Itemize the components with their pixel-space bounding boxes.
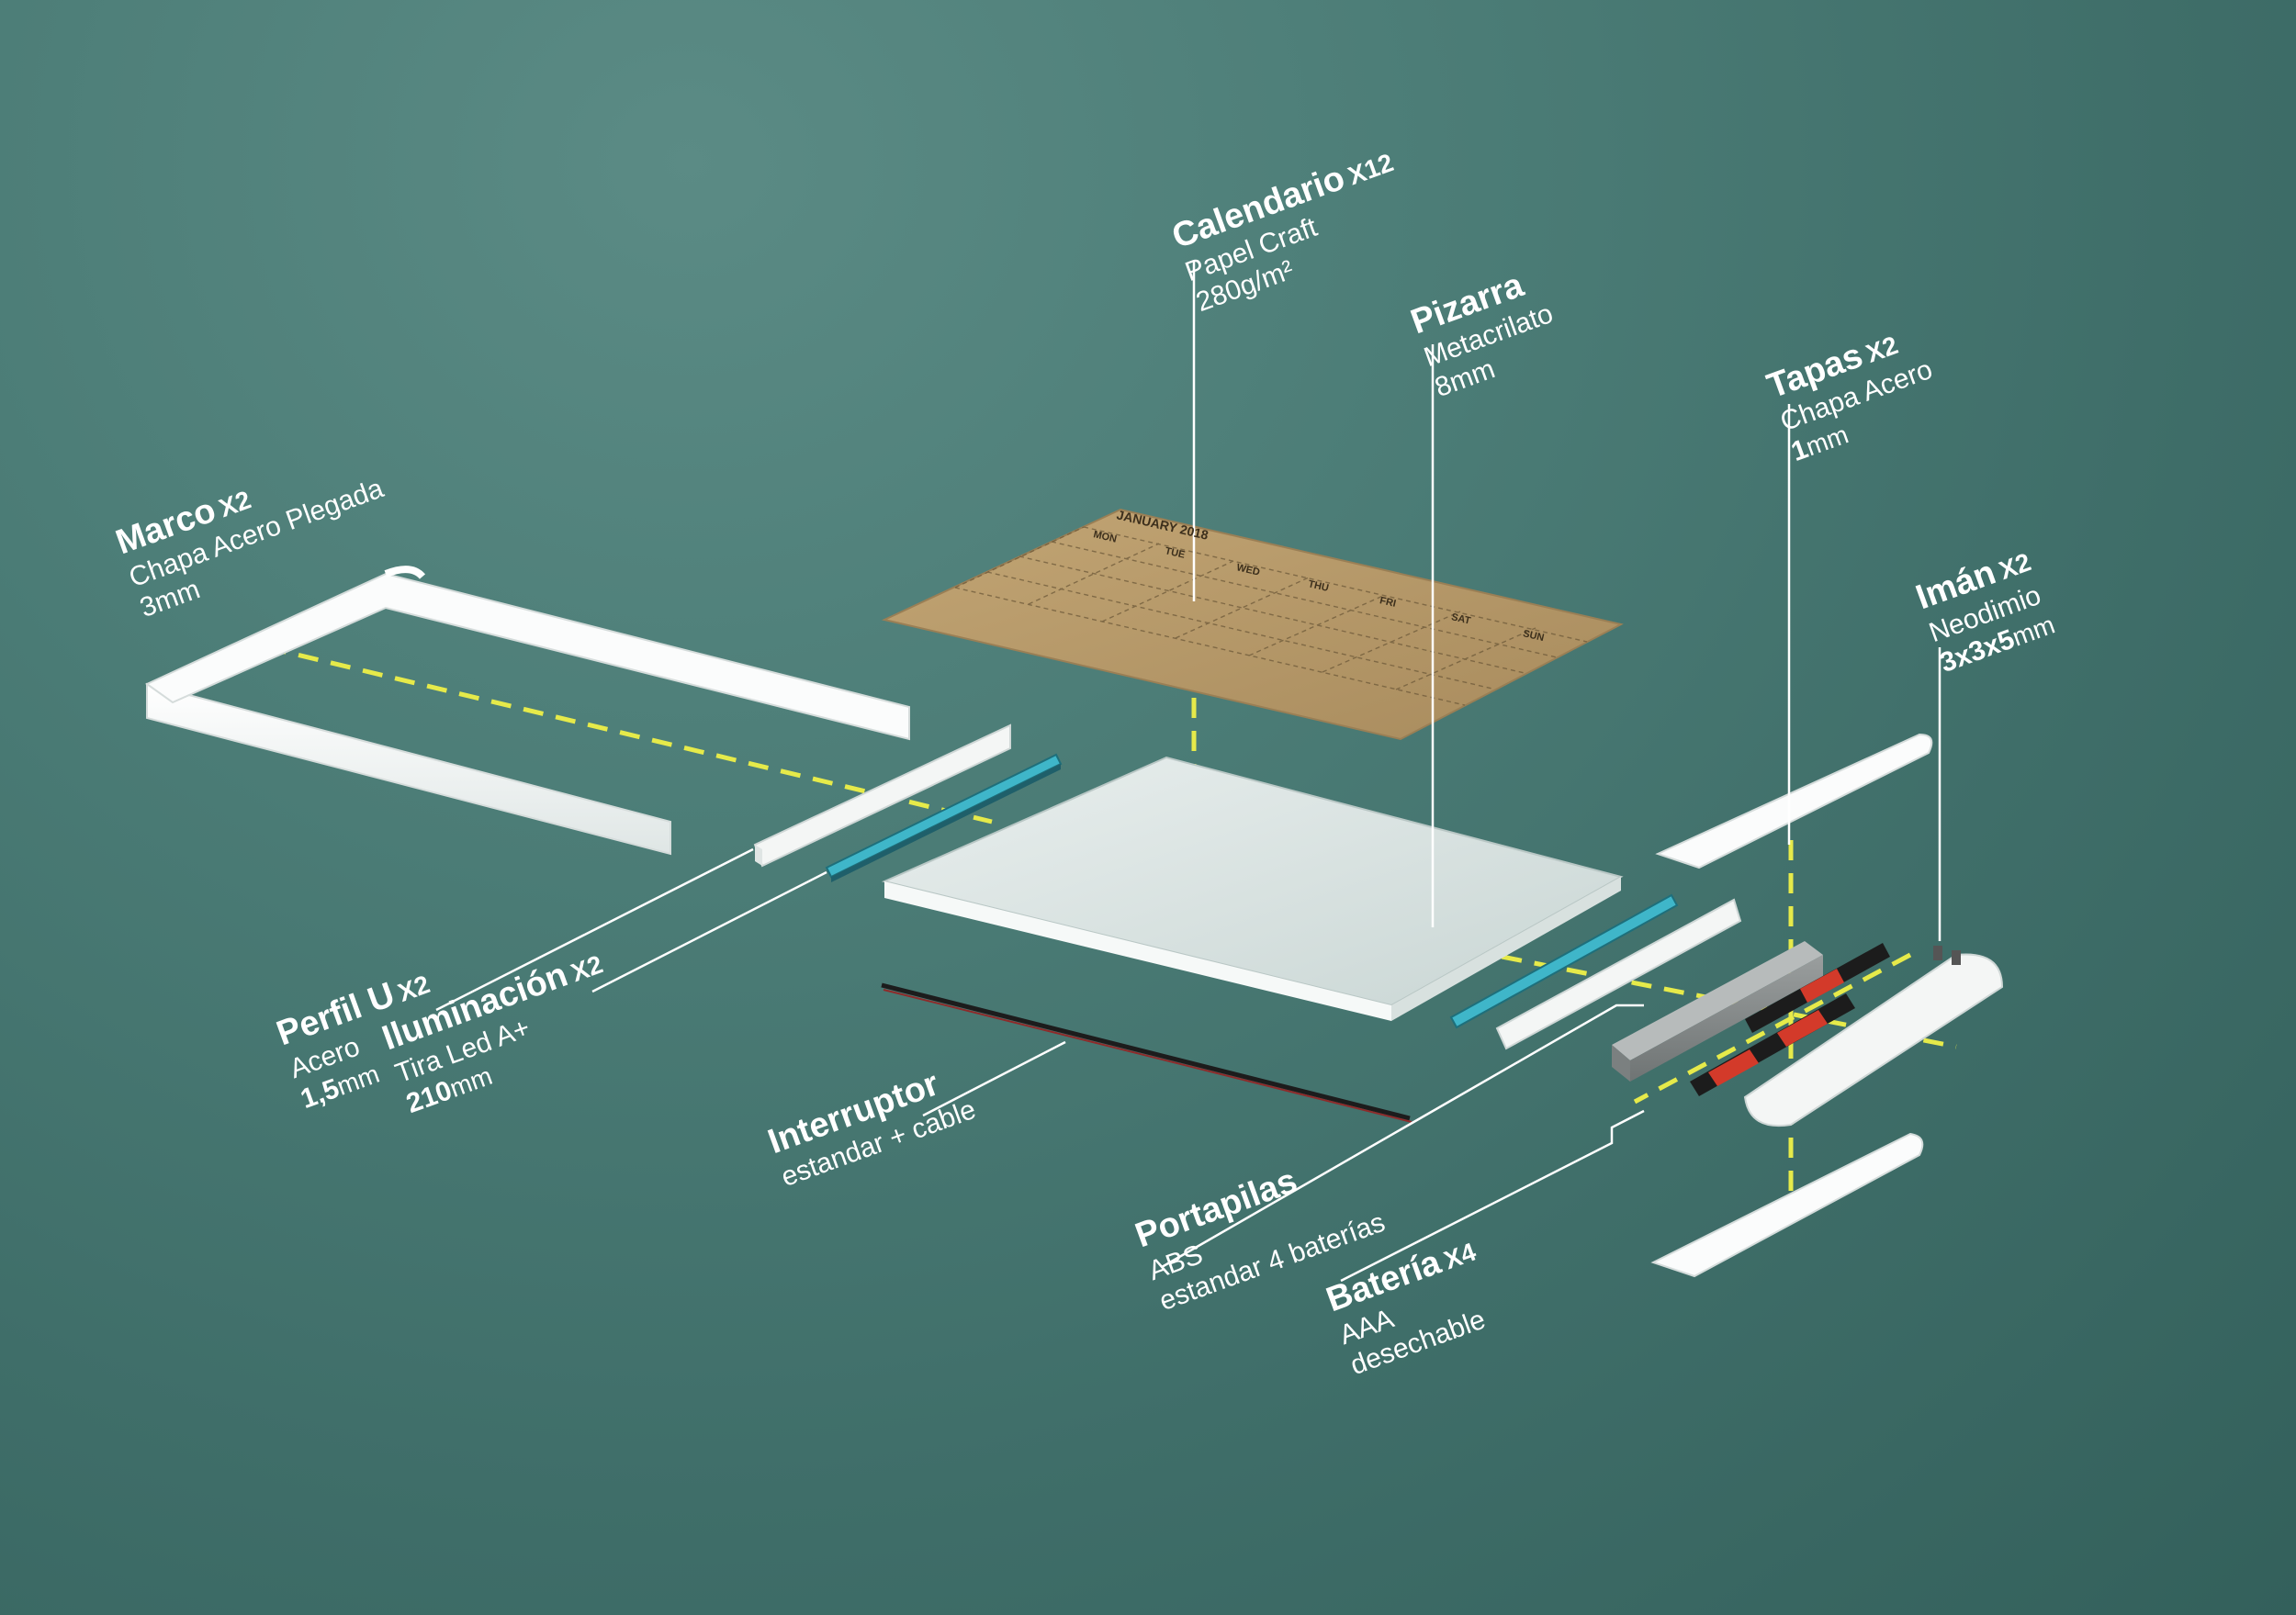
leader-portapilas (1161, 1004, 1644, 1269)
led-strip-left (825, 753, 1063, 882)
perfil-u-right (1495, 898, 1742, 1050)
marco-qty: X2 (215, 485, 255, 523)
calendar-weekday: FRI (1379, 595, 1397, 610)
perfil-u-left (753, 723, 1011, 868)
tapa-upper (1655, 733, 1933, 869)
portapilas-holder (1612, 941, 1823, 1082)
marco-frame (145, 566, 910, 856)
leader-interruptor (922, 1040, 1066, 1117)
calendar-weekday: THU (1307, 578, 1330, 594)
leader-iluminacion (591, 870, 827, 993)
interruptor-cable (881, 982, 1412, 1123)
calendario-sheet (881, 508, 1624, 741)
tapas-qty: X2 (1862, 331, 1902, 368)
magnet-2 (1952, 950, 1961, 965)
calendar-weekday: SAT (1450, 611, 1472, 627)
guide-battery-axis (1633, 952, 1912, 1105)
baterias (1690, 943, 1890, 1096)
calendar-weekday: SUN (1522, 628, 1545, 644)
leader-perfil (435, 847, 754, 1012)
leader-lines (435, 262, 1941, 1283)
magnet-1 (1933, 946, 1942, 960)
side-bracket (1743, 946, 2004, 1127)
calendar-weekday: MON (1092, 529, 1118, 544)
pizarra-board (881, 756, 1624, 1021)
calendar-weekday: WED (1235, 562, 1261, 578)
led-strip-right (1449, 893, 1679, 1029)
guide-marco-axis (265, 645, 993, 824)
calendar-weekday: TUE (1164, 545, 1186, 561)
calendar-weekday-headers: MON TUE WED THU FRI SAT SUN (1092, 529, 1545, 644)
tapa-lower (1650, 1132, 1924, 1278)
leader-bateria (1340, 1109, 1645, 1283)
